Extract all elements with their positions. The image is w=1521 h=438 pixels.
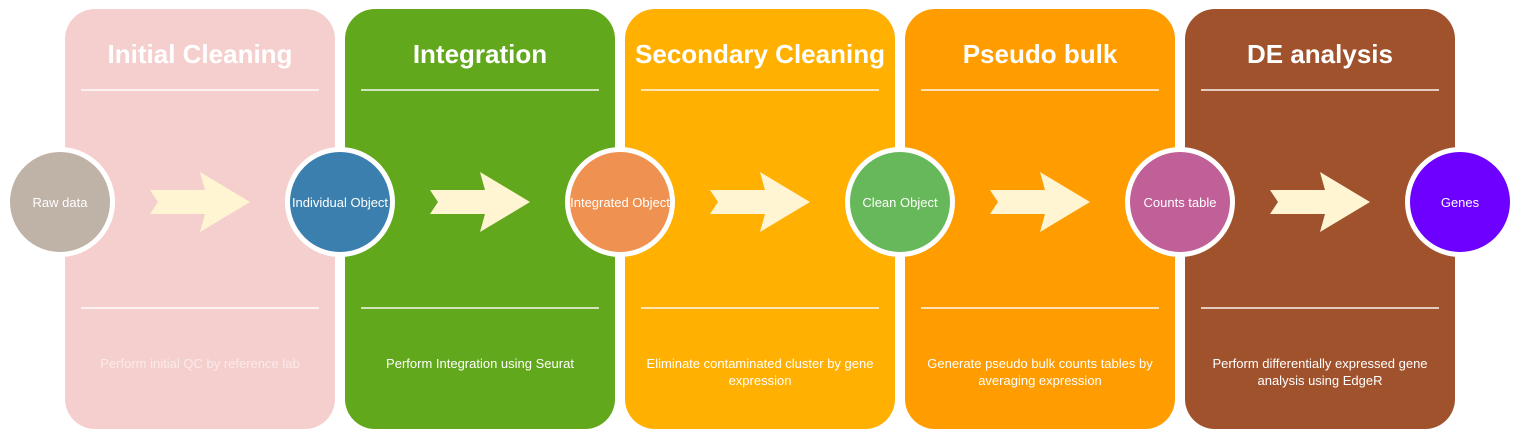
- stage-title: Initial Cleaning: [107, 39, 293, 69]
- arrow-right-icon: [430, 172, 530, 232]
- stage-panel-secondary-cleaning: Secondary Cleaning Eliminate contaminate…: [625, 9, 895, 429]
- node-clean-object: Clean Object: [845, 147, 955, 257]
- node-integrated-object: Integrated Object: [565, 147, 675, 257]
- node-counts-table: Counts table: [1125, 147, 1235, 257]
- arrow-right-icon: [990, 172, 1090, 232]
- divider: [81, 307, 319, 309]
- arrow-right-icon: [150, 172, 250, 232]
- divider: [921, 307, 1159, 309]
- divider: [81, 89, 319, 91]
- stage-title: Pseudo bulk: [962, 39, 1118, 69]
- divider: [1201, 307, 1439, 309]
- stage-title: DE analysis: [1247, 39, 1393, 69]
- stage-description: Generate pseudo bulk counts tables by av…: [927, 356, 1153, 388]
- stage-description: Perform initial QC by reference lab: [100, 356, 300, 371]
- divider: [1201, 89, 1439, 91]
- node-raw-data: Raw data: [5, 147, 115, 257]
- node-genes: Genes: [1405, 147, 1515, 257]
- arrow-right-icon: [1270, 172, 1370, 232]
- divider: [361, 89, 599, 91]
- stage-title: Integration: [412, 39, 548, 69]
- divider: [641, 89, 879, 91]
- divider: [361, 307, 599, 309]
- arrow-right-icon: [710, 172, 810, 232]
- stage-title: Secondary Cleaning: [635, 39, 885, 69]
- node-individual-object: Individual Object: [285, 147, 395, 257]
- divider: [921, 89, 1159, 91]
- stage-description: Perform Integration using Seurat: [386, 356, 574, 371]
- stage-description: Perform differentially expressed gene an…: [1212, 356, 1428, 388]
- divider: [641, 307, 879, 309]
- stage-description: Eliminate contaminated cluster by gene e…: [646, 356, 874, 388]
